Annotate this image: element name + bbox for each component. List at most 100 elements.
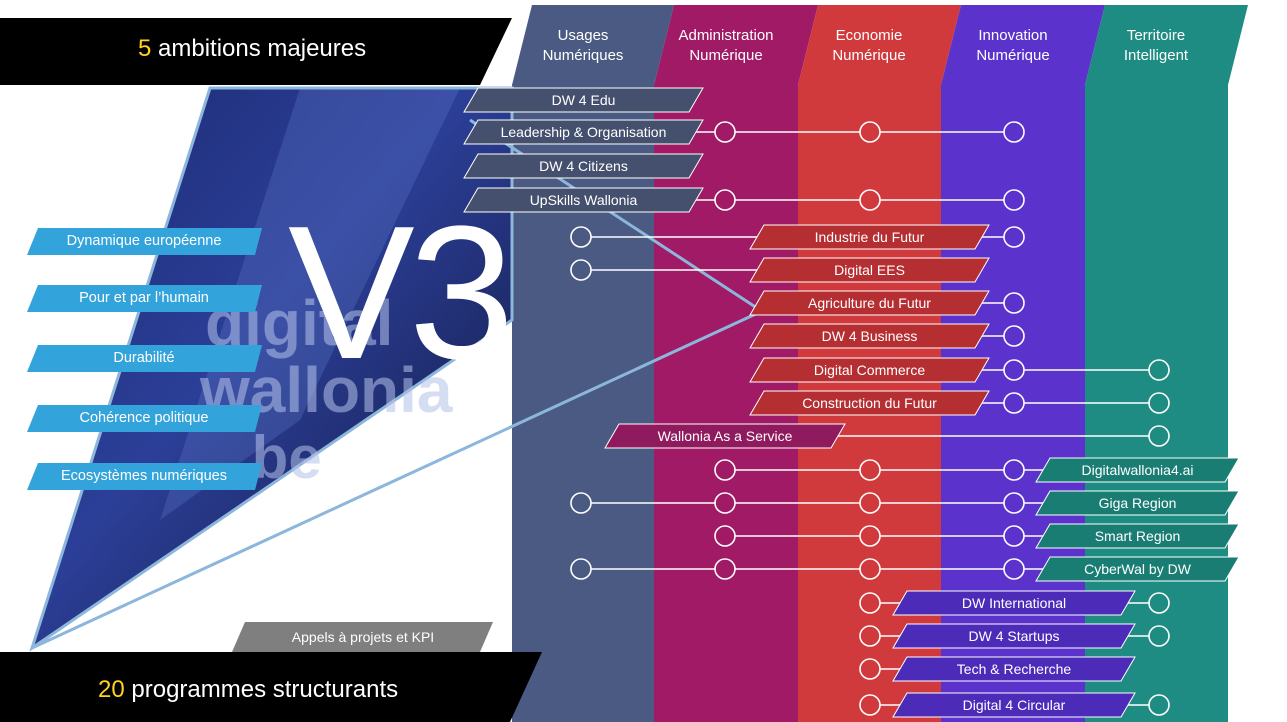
photo-light-ray-lower: [31, 310, 761, 650]
column-membership-circle: [859, 121, 881, 143]
program-digital-ees: Digital EES: [834, 262, 905, 278]
program-label-shape: [1035, 523, 1240, 549]
column-membership-circle: [1148, 425, 1170, 447]
column-membership-circle: [1003, 189, 1025, 211]
program-label-shape: [1035, 457, 1240, 483]
column-membership-circle: [859, 525, 881, 547]
column-header-line2: Numérique: [832, 47, 906, 64]
ambition-dynamique-europeenne: Dynamique européenne: [66, 233, 222, 249]
column-membership-circle: [714, 459, 736, 481]
program-dw-international: DW International: [961, 595, 1067, 611]
column-membership-circle: [1003, 459, 1025, 481]
program-label-shape: [892, 623, 1136, 649]
version-mark: V3: [288, 187, 514, 399]
column-header-line2: Numérique: [689, 47, 763, 64]
program-construction-du-futur: Construction du Futur: [802, 395, 937, 411]
ambition-label-shape: [27, 405, 262, 432]
program-label-shape: [892, 656, 1136, 682]
column-membership-circle: [1148, 625, 1170, 647]
photo-panel: [32, 88, 512, 648]
column-membership-circle: [1148, 392, 1170, 414]
ambition-pour-et-par-l-humain: Pour et par l’humain: [79, 290, 209, 306]
program-giga-region: Giga Region: [1098, 495, 1177, 511]
column-header-line1: Economie: [835, 27, 903, 44]
column-header-line2: Numériques: [542, 47, 624, 64]
photo-frame: [29, 86, 514, 652]
program-connectors: [471, 121, 1232, 716]
ambitions-heading: 5 ambitions majeures: [138, 35, 366, 63]
column-membership-circle: [570, 492, 592, 514]
column-membership-circle: [859, 492, 881, 514]
program-label-shape: [463, 87, 704, 113]
column-header-line1: Innovation: [978, 27, 1048, 44]
footer-tag-shape: [232, 622, 493, 652]
program-digital-commerce: Digital Commerce: [813, 362, 926, 378]
column-membership-circle: [1003, 392, 1025, 414]
ambition-label-shape: [27, 228, 262, 255]
program-label-shape: [463, 119, 704, 145]
ambition-label-shape: [27, 285, 262, 312]
column-band-usages: [512, 85, 654, 722]
column-membership-circle: [1003, 226, 1025, 248]
programmes-banner: [0, 652, 542, 722]
column-membership-circle: [714, 525, 736, 547]
column-membership-circle: [859, 189, 881, 211]
program-agriculture-du-futur: Agriculture du Futur: [808, 295, 931, 311]
column-membership-circle: [859, 592, 881, 614]
program-label-shape: [749, 357, 990, 383]
footer-tag: Appels à projets et KPI: [291, 629, 435, 645]
program-smart-region: Smart Region: [1094, 528, 1181, 544]
column-membership-circle: [714, 492, 736, 514]
ambition-ecosystemes-numeriques: Ecosystèmes numériques: [60, 468, 227, 484]
column-header-line2: Intelligent: [1123, 47, 1189, 64]
program-cyberwal-by-dw: CyberWal by DW: [1084, 561, 1191, 577]
column-membership-circle: [714, 558, 736, 580]
program-label-shape: [1035, 490, 1240, 516]
program-industrie-du-futur: Industrie du Futur: [814, 229, 925, 245]
column-membership-circle: [1003, 359, 1025, 381]
column-membership-circle: [859, 658, 881, 680]
column-membership-circle: [570, 226, 592, 248]
program-label-shape: [749, 257, 990, 283]
column-membership-circle: [714, 189, 736, 211]
program-label-shape: [749, 290, 990, 316]
ambitions-label: ambitions majeures: [158, 35, 367, 62]
program-label-shape: [749, 224, 990, 250]
program-label-shape: [463, 187, 704, 213]
column-membership-circle: [570, 259, 592, 281]
column-membership-circle: [1003, 525, 1025, 547]
ambition-label-shapes: [27, 228, 262, 490]
column-header-line2: Numérique: [976, 47, 1050, 64]
column-membership-circle: [1148, 359, 1170, 381]
column-membership-circle: [1148, 592, 1170, 614]
column-membership-circle: [859, 558, 881, 580]
program-label-shape: [463, 153, 704, 179]
program-label-shape: [604, 423, 846, 449]
column-membership-circle: [1003, 558, 1025, 580]
program-digital-4-circular: Digital 4 Circular: [962, 697, 1066, 713]
column-header-administration: [654, 5, 818, 85]
column-membership-circle: [714, 121, 736, 143]
column-membership-circle: [1003, 121, 1025, 143]
program-digitalwallonia4-ai: Digitalwallonia4.ai: [1081, 462, 1194, 478]
program-wallonia-as-a-service: Wallonia As a Service: [657, 428, 793, 444]
photo-light-ray-upper: [469, 118, 761, 312]
ambition-label-shape: [27, 463, 262, 490]
program-dw-4-startups: DW 4 Startups: [968, 628, 1060, 644]
program-label-shape: [892, 590, 1136, 616]
column-header-line1: Administration: [678, 27, 774, 44]
column-membership-circle: [1003, 325, 1025, 347]
column-membership-circle: [1148, 694, 1170, 716]
program-dw-4-business: DW 4 Business: [821, 328, 918, 344]
column-header-economie: [798, 5, 961, 85]
programmes-heading: 20 programmes structurants: [98, 676, 398, 704]
column-membership-circle: [859, 694, 881, 716]
column-header-line1: Territoire: [1126, 27, 1186, 44]
